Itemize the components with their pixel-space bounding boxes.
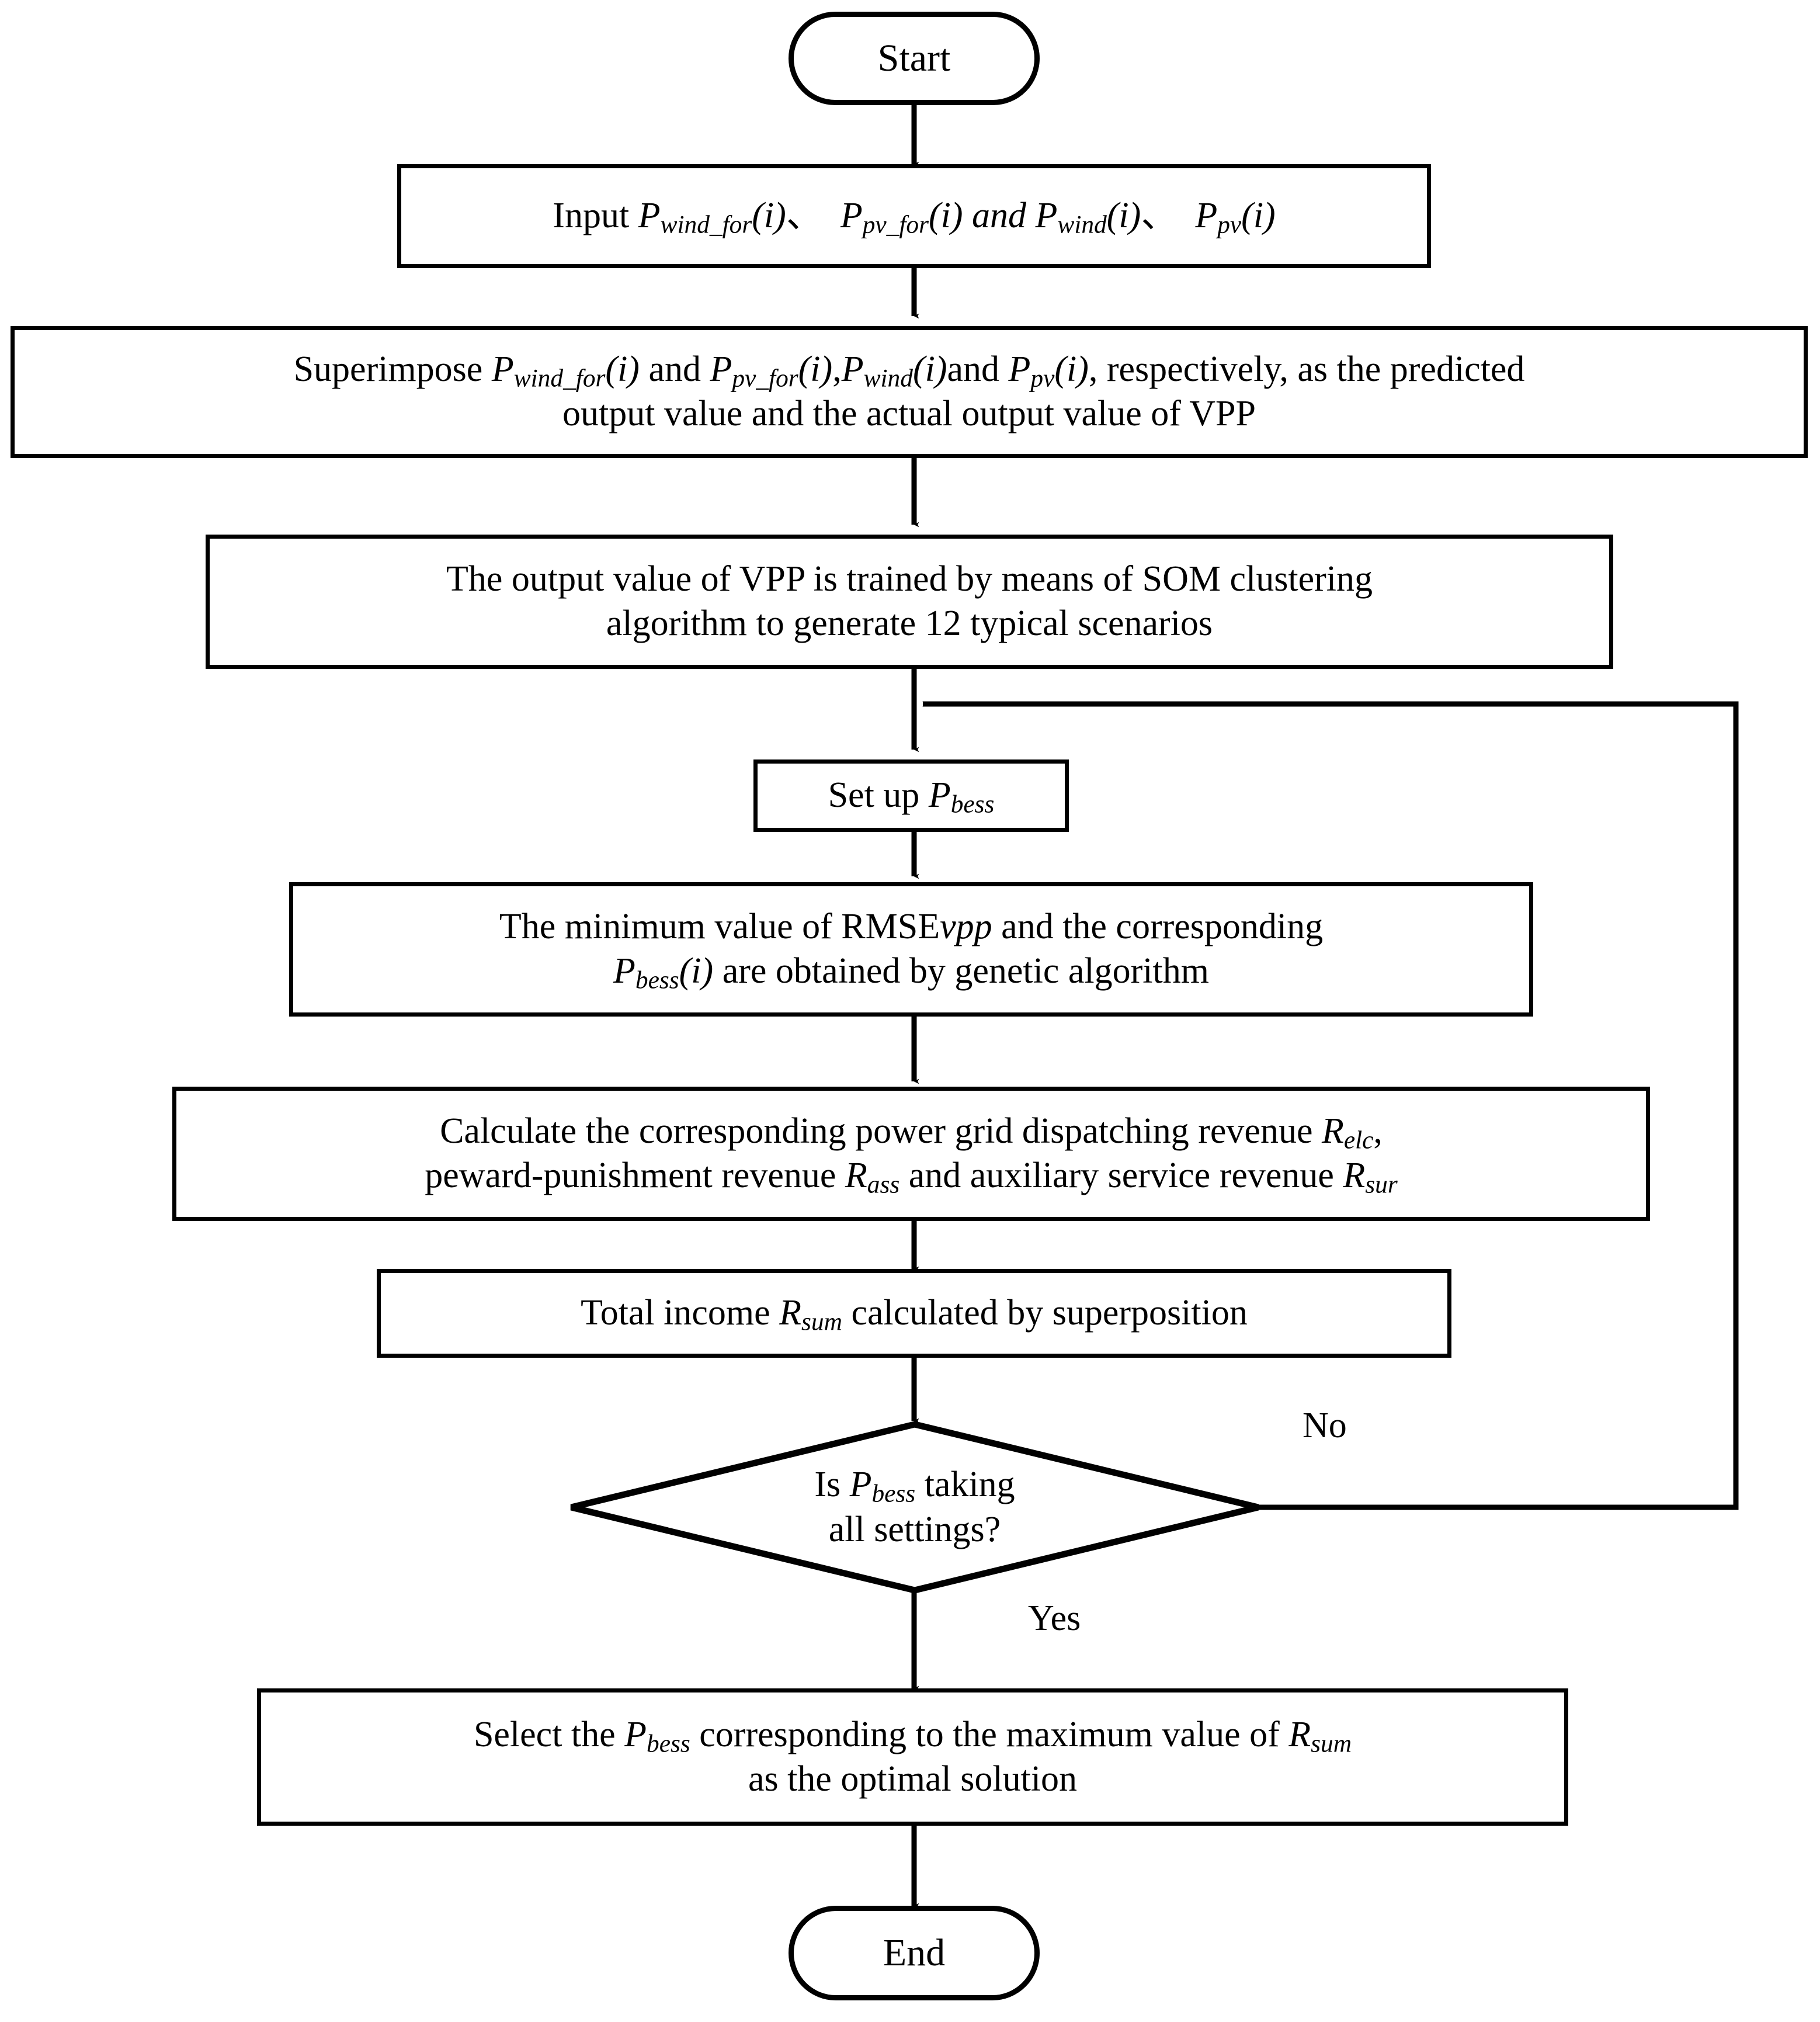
- node-decision-pbess-label: Is Pbess taking all settings?: [814, 1465, 1015, 1549]
- node-start-label: Start: [877, 36, 951, 79]
- node-total-income[interactable]: Total income Rsum calculated by superpos…: [377, 1269, 1451, 1358]
- node-calculate-revenue[interactable]: Calculate the corresponding power grid d…: [172, 1087, 1650, 1221]
- node-superimpose-label: Superimpose Pwind_for(i) and Ppv_for(i),…: [293, 349, 1525, 433]
- edge-label-yes: Yes: [1028, 1598, 1081, 1638]
- node-setup-pbess-label: Set up Pbess: [828, 775, 995, 818]
- node-superimpose[interactable]: Superimpose Pwind_for(i) and Ppv_for(i),…: [11, 326, 1808, 458]
- node-end-label: End: [883, 1931, 946, 1974]
- node-input-label: Input Pwind_for(i)、 Ppv_for(i) and Pwind…: [553, 196, 1276, 239]
- node-rmse-genetic[interactable]: The minimum value of RMSEvpp and the cor…: [289, 882, 1533, 1017]
- node-calculate-revenue-label: Calculate the corresponding power grid d…: [425, 1111, 1398, 1199]
- node-select-optimal[interactable]: Select the Pbess corresponding to the ma…: [257, 1688, 1568, 1826]
- node-setup-pbess[interactable]: Set up Pbess: [753, 759, 1069, 832]
- node-som-clustering[interactable]: The output value of VPP is trained by me…: [206, 535, 1613, 669]
- node-decision-pbess[interactable]: Is Pbess taking all settings?: [568, 1421, 1262, 1594]
- node-som-clustering-label: The output value of VPP is trained by me…: [446, 559, 1373, 643]
- node-rmse-genetic-label: The minimum value of RMSEvpp and the cor…: [499, 907, 1324, 994]
- node-total-income-label: Total income Rsum calculated by superpos…: [581, 1293, 1248, 1336]
- node-start[interactable]: Start: [789, 12, 1040, 105]
- node-input[interactable]: Input Pwind_for(i)、 Ppv_for(i) and Pwind…: [397, 164, 1431, 268]
- node-end[interactable]: End: [789, 1906, 1040, 2000]
- edge-label-no: No: [1303, 1406, 1347, 1445]
- node-select-optimal-label: Select the Pbess corresponding to the ma…: [473, 1714, 1352, 1799]
